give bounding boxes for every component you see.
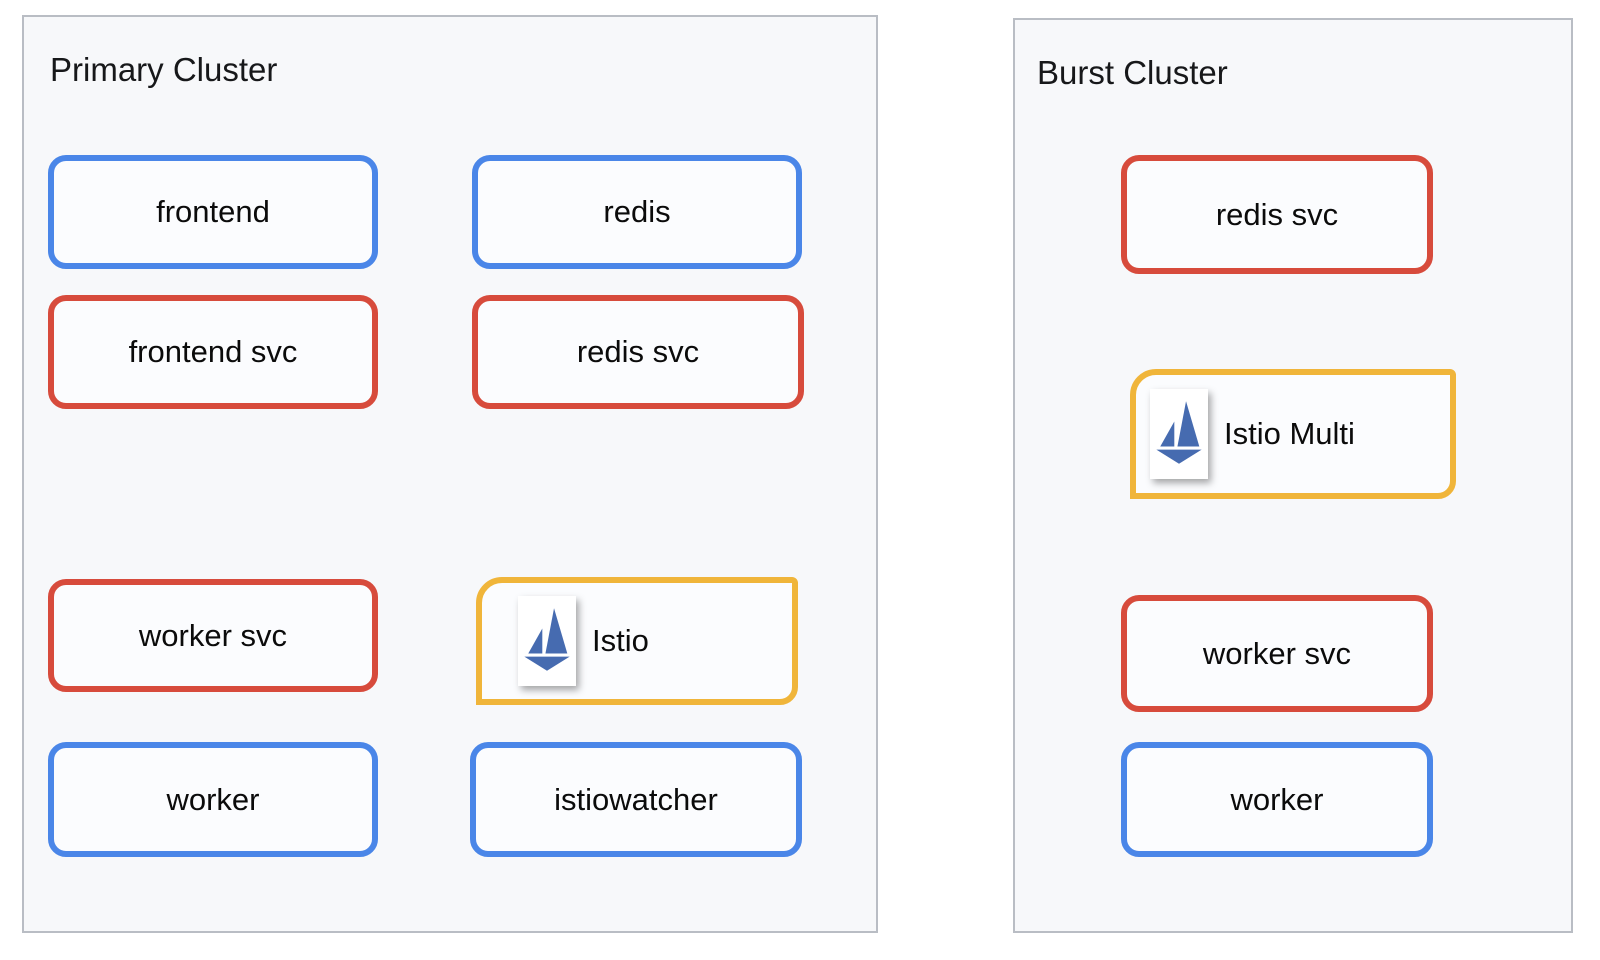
node-worker-svc-label: worker svc xyxy=(138,617,288,653)
primary-cluster-panel: Primary Cluster frontend redis frontend … xyxy=(22,15,878,933)
node-istiowatcher-label: istiowatcher xyxy=(554,781,718,817)
burst-cluster-title: Burst Cluster xyxy=(1037,54,1228,91)
node-worker: worker xyxy=(48,742,378,857)
node-worker-svc-burst-label: worker svc xyxy=(1202,635,1352,671)
node-redis-svc-label: redis svc xyxy=(576,334,700,369)
node-frontend-svc-label: frontend svc xyxy=(128,334,298,369)
istio-sailboat-icon xyxy=(518,596,576,686)
node-redis-label: redis xyxy=(603,194,671,229)
node-istio-multi: Istio Multi xyxy=(1130,369,1456,499)
node-redis-svc-burst: redis svc xyxy=(1121,155,1433,274)
node-redis: redis xyxy=(472,155,802,269)
burst-cluster-panel: Burst Cluster redis svc Istio Multi work… xyxy=(1013,18,1573,933)
node-worker-svc-burst: worker svc xyxy=(1121,595,1433,712)
node-istiowatcher: istiowatcher xyxy=(470,742,802,857)
node-istio-multi-label: Istio Multi xyxy=(1224,416,1355,451)
node-frontend: frontend xyxy=(48,155,378,269)
node-frontend-svc: frontend svc xyxy=(48,295,378,409)
node-worker-svc: worker svc xyxy=(48,579,378,692)
node-redis-svc-burst-label: redis svc xyxy=(1215,196,1339,232)
node-istio: Istio xyxy=(476,577,798,705)
istio-sailboat-icon xyxy=(1150,389,1208,479)
node-frontend-label: frontend xyxy=(156,194,270,229)
primary-cluster-title: Primary Cluster xyxy=(50,51,278,88)
node-worker-label: worker xyxy=(166,781,260,817)
node-worker-burst: worker xyxy=(1121,742,1433,857)
node-redis-svc: redis svc xyxy=(472,295,804,409)
node-worker-burst-label: worker xyxy=(1230,781,1324,817)
node-istio-label: Istio xyxy=(592,623,649,658)
